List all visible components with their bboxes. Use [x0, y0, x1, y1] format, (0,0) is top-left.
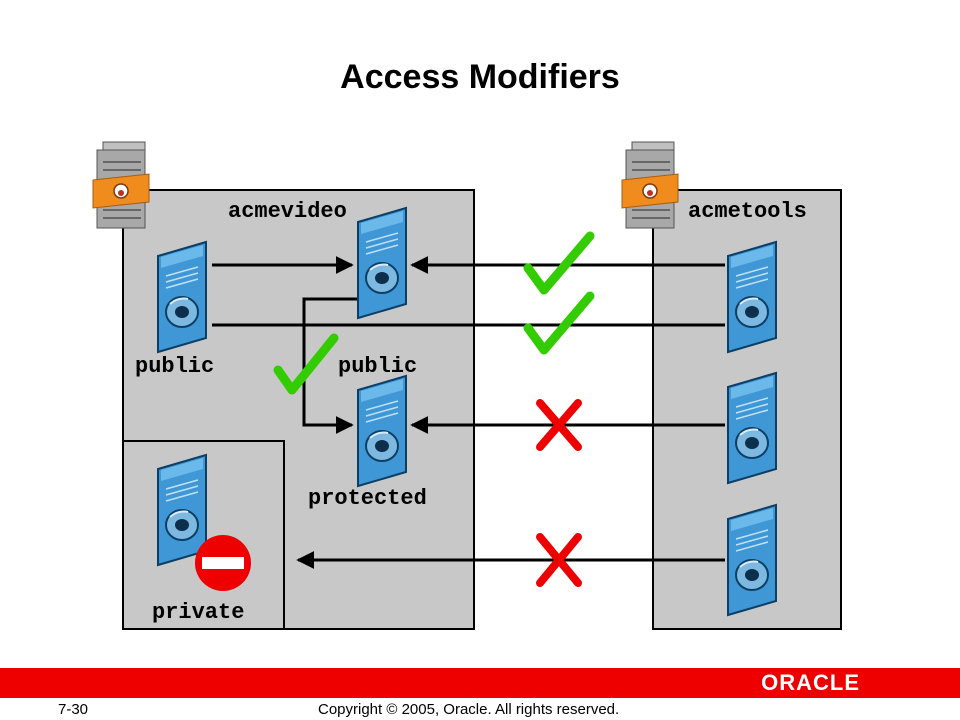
cross-icon	[536, 399, 582, 451]
copyright-notice: Copyright © 2005, Oracle. All rights res…	[318, 701, 620, 718]
oracle-logo: ORACLE	[761, 670, 860, 695]
class-document-icon	[157, 454, 207, 566]
check-icon	[523, 231, 595, 295]
class-document-icon	[157, 241, 207, 353]
class-document-icon	[357, 375, 407, 487]
server-acmetools-icon	[621, 141, 679, 229]
protected-label: protected	[308, 486, 427, 511]
package-acmevideo-label: acmevideo	[228, 199, 347, 224]
package-acmetools-label: acmetools	[688, 199, 807, 224]
footer-bar	[0, 668, 960, 698]
no-entry-icon	[195, 535, 251, 591]
private-label: private	[152, 600, 245, 625]
slide-number: 7-30	[58, 701, 89, 718]
class-document-icon	[727, 372, 777, 484]
result-marks	[273, 231, 595, 587]
public-label: public	[135, 354, 215, 379]
public-label: public	[338, 354, 418, 379]
class-document-icon	[727, 504, 777, 616]
check-icon	[273, 333, 339, 395]
class-document-icon	[357, 207, 407, 319]
check-icon	[523, 291, 595, 355]
private-region-box	[122, 440, 285, 630]
cross-icon	[536, 533, 582, 587]
slide-title: Access Modifiers	[340, 58, 620, 96]
server-acmevideo-icon	[92, 141, 150, 229]
class-document-icon	[727, 241, 777, 353]
